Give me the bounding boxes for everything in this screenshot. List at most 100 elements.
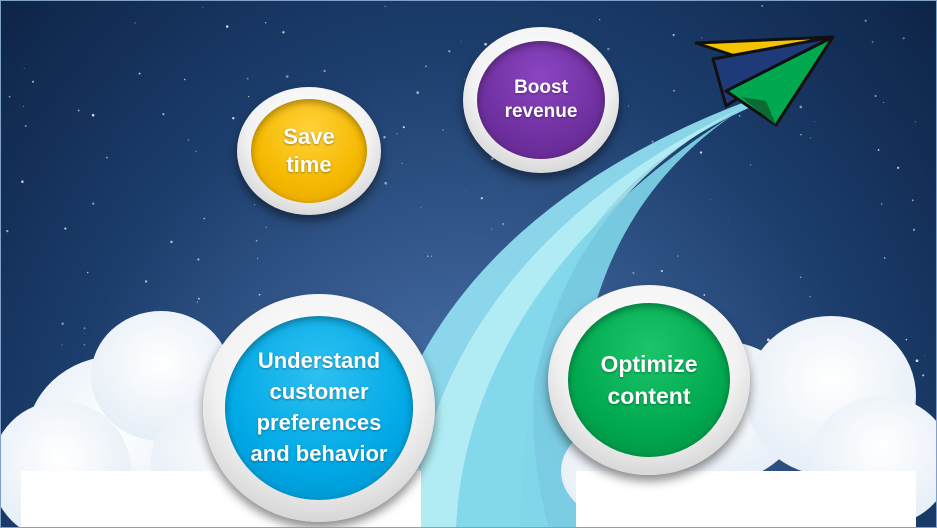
star-icon (701, 37, 703, 39)
star-icon (24, 124, 27, 128)
star-icon (144, 280, 148, 283)
star-icon (672, 89, 676, 92)
star-icon (464, 189, 466, 191)
star-icon (254, 204, 256, 206)
star-icon (383, 136, 386, 139)
star-icon (384, 181, 388, 185)
star-icon (197, 258, 200, 261)
star-icon (749, 164, 752, 166)
star-icon (799, 105, 803, 109)
star-icon (402, 126, 405, 129)
star-icon (106, 156, 108, 159)
star-icon (902, 37, 905, 40)
star-icon (138, 72, 141, 75)
star-icon (761, 4, 764, 7)
star-icon (285, 75, 289, 78)
star-icon (874, 95, 877, 97)
star-icon (246, 77, 249, 80)
star-icon (912, 228, 916, 231)
star-icon (8, 95, 11, 98)
star-icon (187, 139, 190, 141)
star-icon (905, 338, 908, 341)
optimize-content-badge: Optimize content (548, 285, 750, 475)
star-icon (632, 271, 635, 275)
star-icon (170, 240, 173, 244)
save-time-badge: Save time (237, 87, 381, 215)
boost-revenue-label: Boost revenue (504, 76, 578, 122)
star-icon (86, 271, 89, 274)
star-icon (416, 91, 420, 94)
star-icon (880, 203, 883, 205)
star-icon (703, 294, 706, 296)
star-icon (31, 80, 35, 83)
star-icon (651, 140, 654, 143)
star-icon (460, 40, 462, 42)
star-icon (77, 109, 80, 112)
star-icon (258, 293, 261, 296)
paper-airplane-icon (694, 35, 835, 127)
star-icon (420, 206, 422, 208)
trail (371, 96, 761, 527)
understand-customers-badge: Understand customer preferences and beha… (203, 294, 435, 522)
star-icon (491, 228, 492, 230)
star-icon (265, 226, 268, 229)
star-icon (64, 227, 67, 230)
optimize-content-label: Optimize content (600, 350, 698, 409)
star-icon (424, 65, 428, 68)
star-icon (911, 199, 914, 202)
star-icon (282, 31, 285, 34)
star-icon (232, 117, 235, 120)
star-icon (83, 332, 85, 334)
star-icon (463, 78, 465, 80)
star-icon (426, 255, 429, 258)
star-icon (83, 327, 86, 330)
star-icon (677, 255, 679, 257)
star-icon (810, 137, 812, 139)
understand-customers-circle: Understand customer preferences and beha… (225, 316, 413, 500)
star-icon (699, 151, 703, 154)
boost-revenue-badge: Boost revenue (463, 27, 619, 173)
star-icon (225, 25, 229, 28)
star-icon (710, 199, 712, 201)
star-icon (924, 355, 926, 357)
star-icon (896, 166, 900, 169)
star-icon (430, 255, 433, 257)
star-icon (442, 129, 444, 131)
star-icon (607, 47, 610, 51)
star-icon (162, 113, 165, 116)
star-icon (247, 95, 250, 98)
star-icon (195, 150, 197, 153)
star-icon (883, 101, 885, 103)
star-icon (738, 115, 741, 117)
star-icon (203, 217, 205, 220)
star-icon (384, 5, 386, 7)
star-icon (728, 220, 730, 222)
star-icon (871, 41, 874, 43)
star-icon (83, 343, 86, 346)
boost-revenue-circle: Boost revenue (477, 41, 605, 159)
star-icon (6, 229, 9, 233)
star-icon (799, 276, 802, 278)
star-icon (864, 19, 867, 23)
star-icon (599, 18, 601, 21)
star-icon (323, 69, 326, 73)
star-icon (255, 239, 258, 242)
star-icon (384, 308, 386, 310)
star-icon (23, 68, 25, 70)
star-icon (883, 257, 886, 259)
star-icon (61, 344, 63, 346)
star-icon (257, 258, 259, 260)
star-icon (627, 105, 629, 107)
star-icon (61, 322, 64, 325)
star-icon (401, 162, 403, 164)
star-icon (134, 22, 136, 24)
star-icon (21, 180, 24, 183)
star-icon (264, 21, 267, 24)
star-icon (254, 309, 256, 310)
star-icon (809, 296, 811, 298)
star-icon (286, 218, 288, 220)
star-icon (197, 297, 200, 300)
star-icon (92, 202, 95, 205)
star-icon (22, 105, 25, 108)
